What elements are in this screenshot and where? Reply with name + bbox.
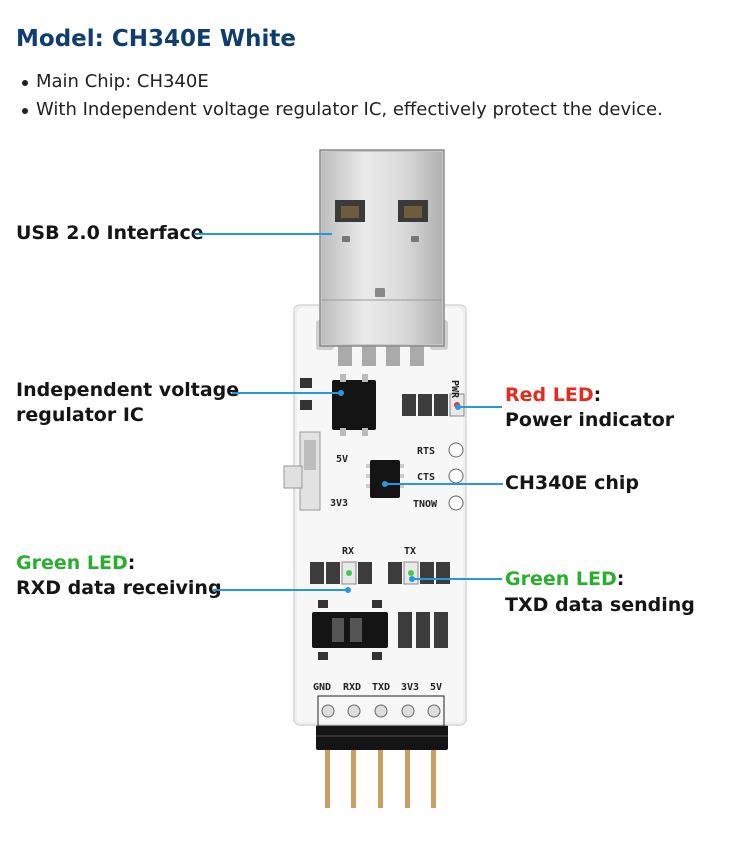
regulator-label-line2: regulator IC: [16, 404, 144, 426]
feature-list: Main Chip: CH340E With Independent volta…: [22, 68, 663, 124]
feature-item: Main Chip: CH340E: [22, 68, 663, 96]
chip-leader-line: [385, 483, 503, 485]
power-led-area: PWR: [402, 380, 465, 417]
silk-pin-5v: 5V: [430, 682, 442, 693]
red-led-colon: :: [593, 384, 602, 406]
lower-components: [312, 600, 448, 660]
silk-pin-gnd: GND: [313, 682, 331, 693]
red-led-title: Red LED: [505, 384, 594, 406]
voltage-select-switch: 5V 3V3: [283, 431, 348, 511]
red-led-desc: Power indicator: [505, 409, 675, 431]
tx-green-led-icon: [408, 570, 414, 576]
tx-leader-line: [412, 578, 502, 580]
feature-item: With Independent voltage regulator IC, e…: [22, 96, 663, 124]
rx-leader-dot-icon: [345, 587, 351, 593]
usb-a-plug: [319, 149, 445, 347]
chip-label: CH340E chip: [505, 472, 640, 494]
usb-interface-label: USB 2.0 Interface: [16, 222, 204, 244]
green-tx-desc: TXD data sending: [505, 594, 695, 616]
silk-pin-3v3: 3V3: [401, 682, 419, 693]
rx-green-led-icon: [346, 570, 352, 576]
rx-leader-line: [213, 589, 348, 591]
pcb-board: [293, 304, 467, 726]
regulator-leader-line: [232, 392, 342, 394]
green-tx-colon: :: [616, 568, 625, 590]
side-pads: RTS CTS TNOW: [413, 442, 464, 511]
red-led-label: Red LED:: [505, 382, 601, 408]
regulator-leader-dot-icon: [338, 390, 344, 396]
usb-leader-line: [194, 233, 332, 235]
tx-leader-dot-icon: [409, 576, 415, 582]
regulator-label-line1: Independent voltage: [16, 379, 240, 401]
silk-rts: RTS: [417, 446, 435, 457]
silk-3v3: 3V3: [330, 498, 348, 509]
pin-labels: GND RXD TXD 3V3 5V: [313, 682, 445, 727]
feature-text: Main Chip: CH340E: [36, 71, 209, 92]
green-tx-title: Green LED: [505, 568, 617, 590]
silk-tnow: TNOW: [413, 499, 438, 510]
rx-tx-led-area: RX TX: [310, 546, 450, 585]
silk-tx: TX: [404, 546, 416, 557]
silk-pin-rxd: RXD: [343, 682, 361, 693]
silk-pwr: PWR: [449, 380, 460, 399]
chip-leader-dot-icon: [382, 481, 388, 487]
green-rx-title: Green LED: [16, 552, 128, 574]
bullet-dot-icon: [22, 80, 28, 86]
header-pins: [316, 722, 448, 808]
page-title: Model: CH340E White: [16, 26, 296, 52]
green-rx-led-label: Green LED:: [16, 550, 135, 576]
green-tx-led-label: Green LED:: [505, 566, 624, 592]
green-rx-desc: RXD data receiving: [16, 577, 222, 599]
silk-rx: RX: [342, 546, 354, 557]
red-led-leader-line: [458, 406, 502, 408]
feature-text: With Independent voltage regulator IC, e…: [36, 99, 663, 120]
silk-cts: CTS: [417, 472, 435, 483]
ch340e-chip: [366, 460, 404, 498]
green-rx-colon: :: [127, 552, 136, 574]
silk-pin-txd: TXD: [372, 682, 390, 693]
bullet-dot-icon: [22, 108, 28, 114]
silk-5v: 5V: [336, 454, 348, 465]
red-led-leader-dot-icon: [455, 404, 461, 410]
